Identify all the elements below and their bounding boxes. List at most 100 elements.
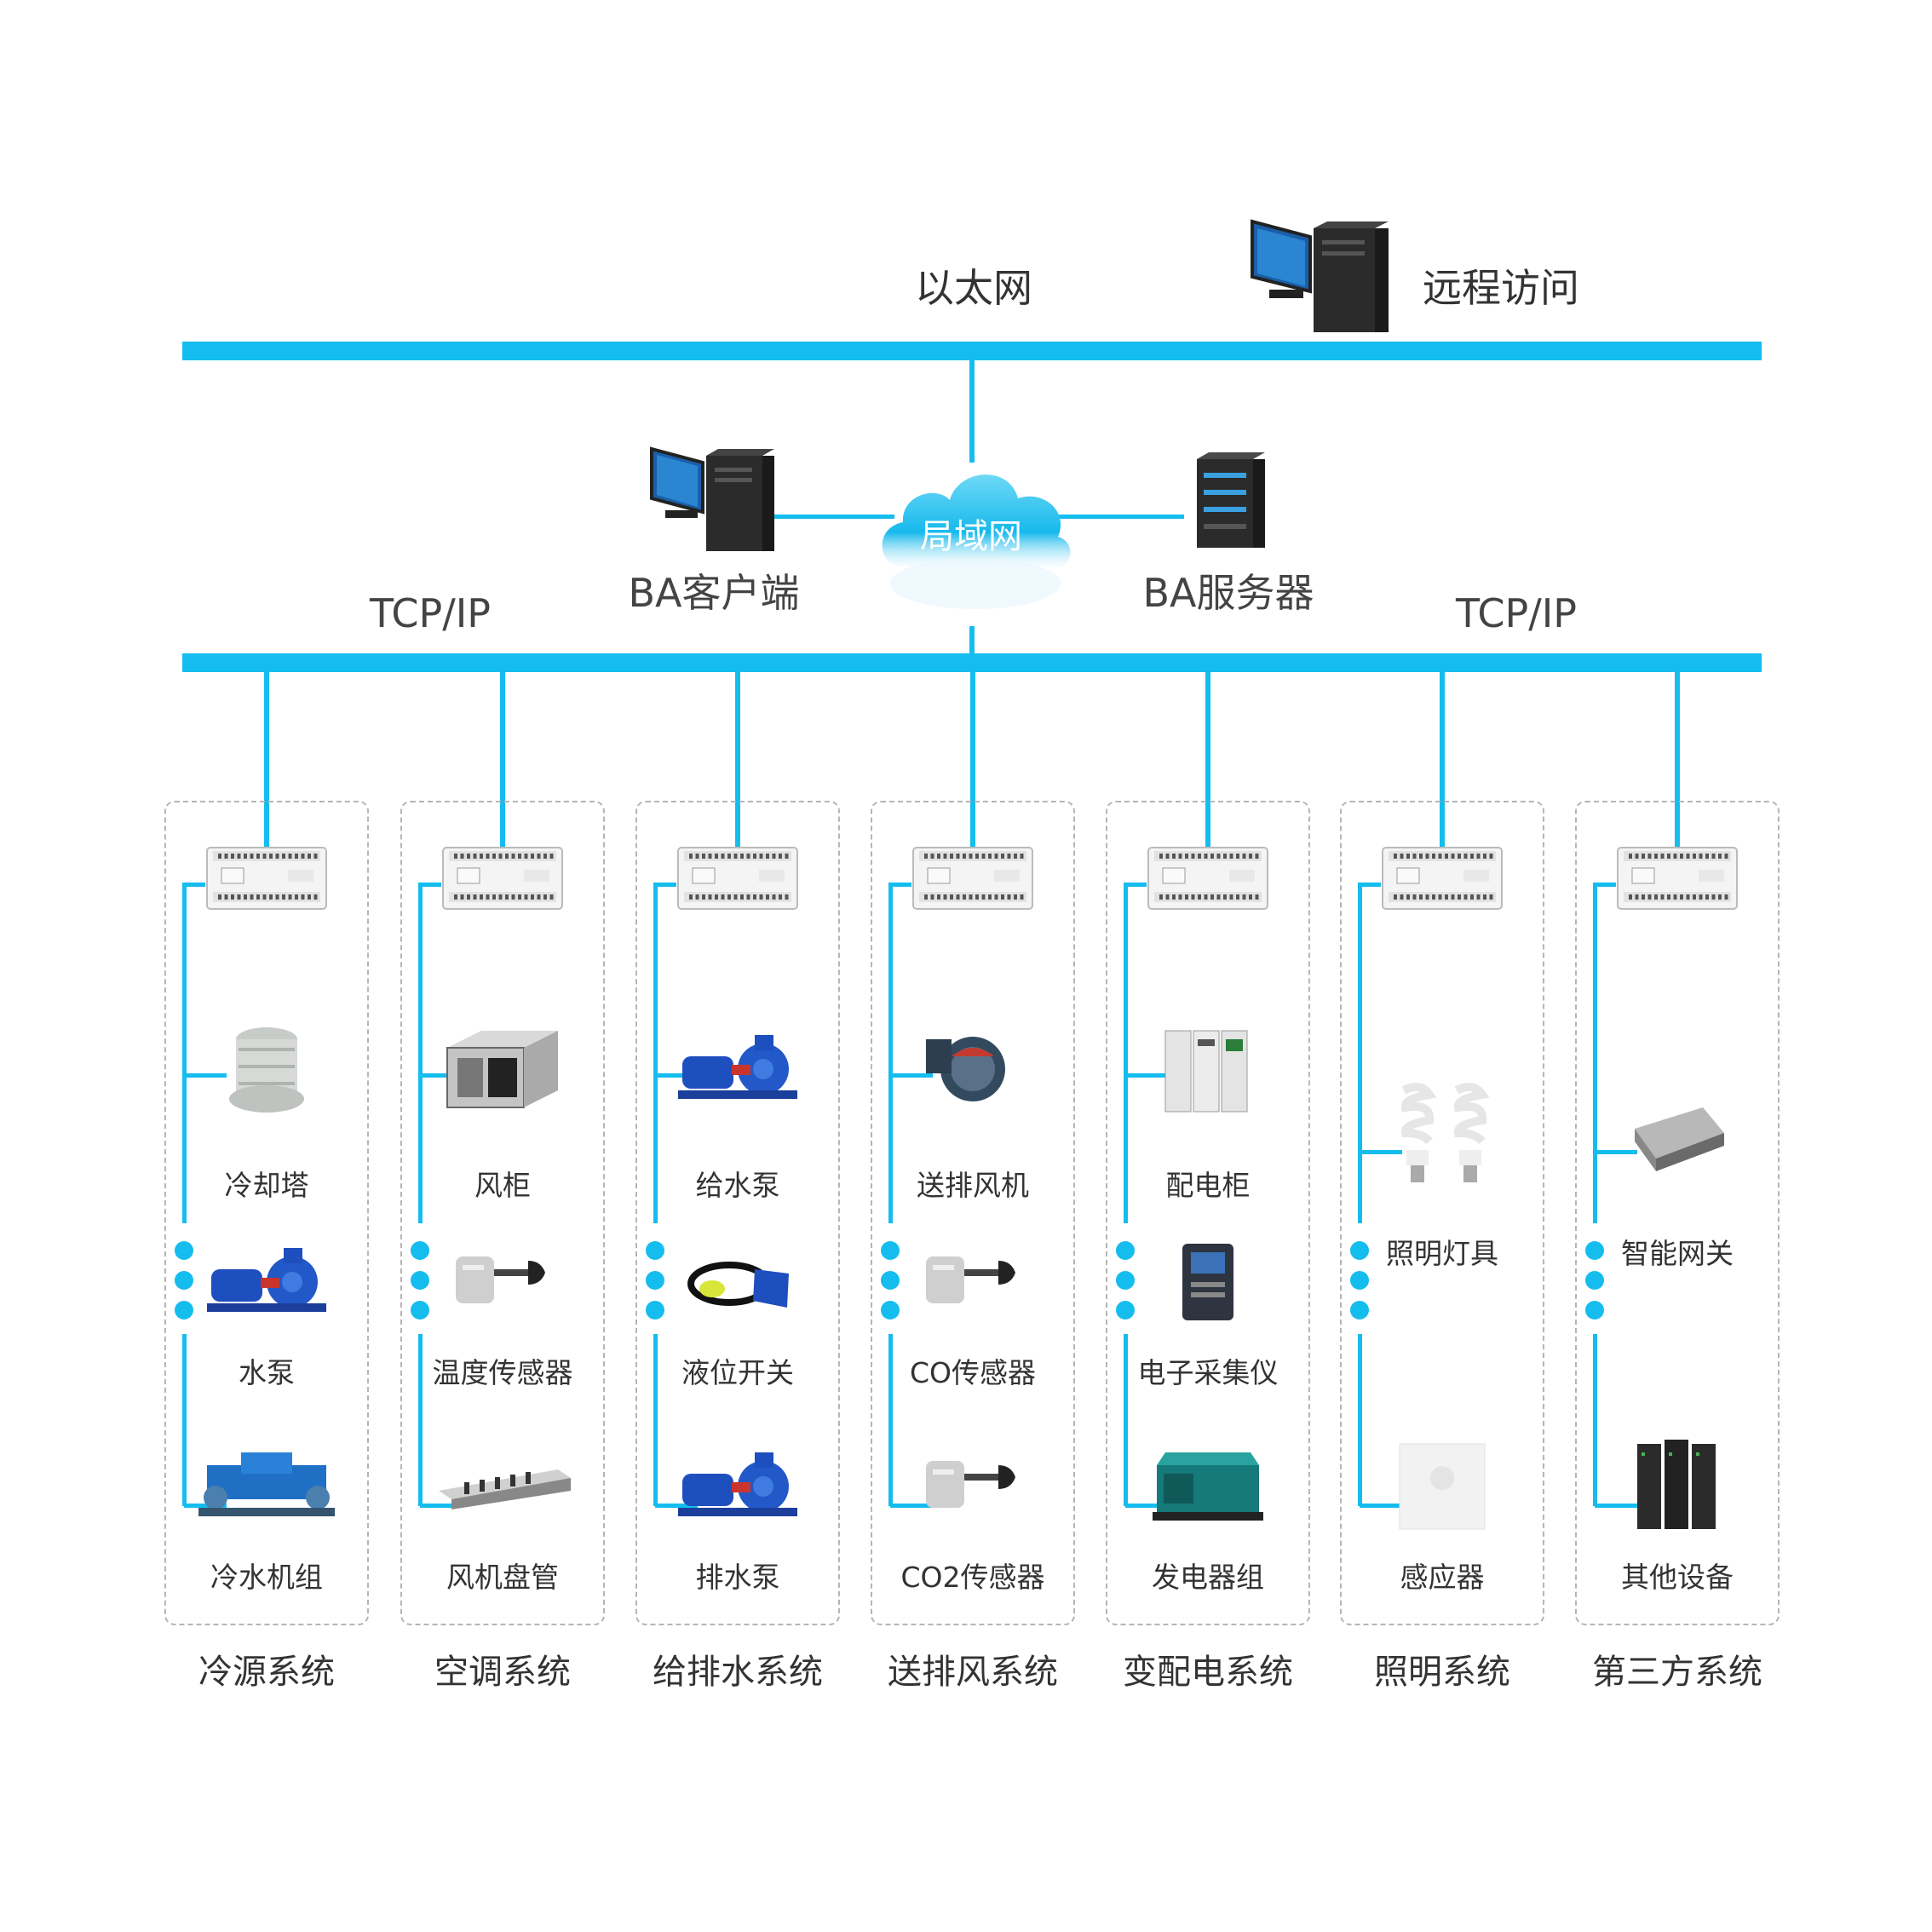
system-5-bus-drop <box>1205 672 1210 851</box>
remote-access-label: 远程访问 <box>1423 265 1579 311</box>
distribution-cabinet-label: 配电柜 <box>1165 1169 1251 1202</box>
system-5-controller-module-icon <box>1144 839 1272 916</box>
system-5-trunk-lower <box>1124 1334 1128 1506</box>
level-switch-label: 液位开关 <box>681 1356 794 1389</box>
system-3-panel <box>635 801 840 1625</box>
system-7-continuation-dot <box>1585 1301 1604 1320</box>
system-4-bus-drop <box>970 672 975 851</box>
system-3-title: 给排水系统 <box>653 1653 823 1692</box>
system-1-panel <box>164 801 369 1625</box>
system-6-branch-lighting-fixture <box>1360 1150 1402 1154</box>
system-1-title: 冷源系统 <box>198 1653 335 1692</box>
temperature-sensor-label: 温度传感器 <box>432 1356 573 1389</box>
system-5-panel <box>1106 801 1310 1625</box>
remote-access-computer-icon <box>1244 213 1397 336</box>
system-3-continuation-dot <box>646 1271 664 1290</box>
system-1-continuation-dot <box>175 1271 193 1290</box>
system-1-trunk-lower <box>182 1334 187 1506</box>
co2-sensor-icon <box>917 1448 1028 1525</box>
cooling-tower-label: 冷却塔 <box>224 1169 309 1202</box>
system-5-continuation-dot <box>1116 1271 1135 1290</box>
system-1-controller-module-icon <box>203 839 331 916</box>
supply-pump-icon <box>674 1031 802 1107</box>
system-7-branch-controller <box>1595 883 1616 887</box>
water-pump-icon <box>203 1244 331 1320</box>
lighting-fixture-icon <box>1383 1082 1502 1193</box>
co-sensor-label: CO传感器 <box>909 1356 1037 1389</box>
co2-sensor-label: CO2传感器 <box>900 1561 1045 1594</box>
connector-cloud-tcp-bus <box>969 626 975 656</box>
system-2-panel <box>400 801 605 1625</box>
system-4-continuation-dot <box>881 1241 900 1260</box>
system-6-trunk-upper <box>1358 883 1362 1223</box>
system-4-continuation-dot <box>881 1271 900 1290</box>
system-2-branch-controller <box>420 883 441 887</box>
system-6-title: 照明系统 <box>1374 1653 1510 1692</box>
ba-client-label: BA客户端 <box>628 570 800 616</box>
system-4-branch-co2-sensor <box>890 1504 933 1508</box>
water-pump-label: 水泵 <box>239 1356 295 1389</box>
system-5-branch-distribution-cabinet <box>1125 1073 1168 1078</box>
system-7-bus-drop <box>1675 672 1680 851</box>
system-2-continuation-dot <box>411 1301 429 1320</box>
ethernet-label: 以太网 <box>915 265 1032 311</box>
power-meter-icon <box>1174 1239 1242 1325</box>
system-7-panel <box>1575 801 1780 1625</box>
system-1-trunk-upper <box>182 883 187 1223</box>
tcpip-bus <box>182 653 1762 672</box>
system-1-continuation-dot <box>175 1301 193 1320</box>
system-4-branch-exhaust-fan <box>890 1073 933 1078</box>
system-7-title: 第三方系统 <box>1592 1653 1762 1692</box>
system-6-continuation-dot <box>1350 1241 1369 1260</box>
system-1-continuation-dot <box>175 1241 193 1260</box>
system-3-controller-module-icon <box>674 839 802 916</box>
system-2-continuation-dot <box>411 1271 429 1290</box>
smart-gateway-icon <box>1622 1095 1733 1180</box>
ethernet-bus <box>182 342 1762 360</box>
system-7-branch-other-equipment <box>1595 1504 1637 1508</box>
system-2-controller-module-icon <box>439 839 566 916</box>
system-3-branch-controller <box>655 883 676 887</box>
system-3-bus-drop <box>735 672 740 851</box>
fan-coil-icon <box>430 1457 575 1516</box>
tcpip-right-label: TCP/IP <box>1455 590 1578 636</box>
system-4-continuation-dot <box>881 1301 900 1320</box>
system-6-continuation-dot <box>1350 1271 1369 1290</box>
system-5-continuation-dot <box>1116 1301 1135 1320</box>
co-sensor-icon <box>917 1244 1028 1320</box>
system-2-trunk-lower <box>418 1334 423 1506</box>
system-3-branch-supply-pump <box>655 1073 698 1078</box>
system-3-continuation-dot <box>646 1301 664 1320</box>
fan-coil-label: 风机盘管 <box>446 1561 559 1594</box>
system-5-branch-controller <box>1125 883 1147 887</box>
lan-cloud-label: 局域网 <box>920 517 1022 556</box>
ba-server-label: BA服务器 <box>1142 570 1314 616</box>
other-equipment-icon <box>1630 1435 1724 1538</box>
system-2-title: 空调系统 <box>434 1653 571 1692</box>
system-1-branch-cooling-tower <box>184 1073 227 1078</box>
air-handler-icon <box>439 1022 566 1116</box>
connector-ethernet-cloud <box>969 360 975 463</box>
system-5-branch-generator-set <box>1125 1504 1168 1508</box>
exhaust-fan-icon <box>926 1031 1020 1107</box>
cooling-tower-icon <box>220 1014 313 1124</box>
system-2-trunk-upper <box>418 883 423 1223</box>
smart-gateway-label: 智能网关 <box>1621 1237 1734 1270</box>
motion-sensor-label: 感应器 <box>1400 1561 1485 1594</box>
system-4-controller-module-icon <box>909 839 1037 916</box>
system-5-continuation-dot <box>1116 1241 1135 1260</box>
system-3-branch-drain-pump <box>655 1504 698 1508</box>
system-3-trunk-upper <box>653 883 658 1223</box>
system-4-trunk-lower <box>888 1334 893 1506</box>
system-5-trunk-upper <box>1124 883 1128 1223</box>
temperature-sensor-icon <box>447 1244 558 1320</box>
system-7-trunk-upper <box>1593 883 1597 1223</box>
ba-server-icon <box>1188 447 1274 549</box>
system-4-title: 送排风系统 <box>888 1653 1058 1692</box>
connector-cloud-server <box>1056 515 1184 519</box>
system-5-title: 变配电系统 <box>1123 1653 1293 1692</box>
generator-set-icon <box>1148 1444 1268 1529</box>
system-2-branch-air-handler <box>420 1073 463 1078</box>
system-6-trunk-lower <box>1358 1334 1362 1506</box>
system-1-bus-drop <box>264 672 269 851</box>
